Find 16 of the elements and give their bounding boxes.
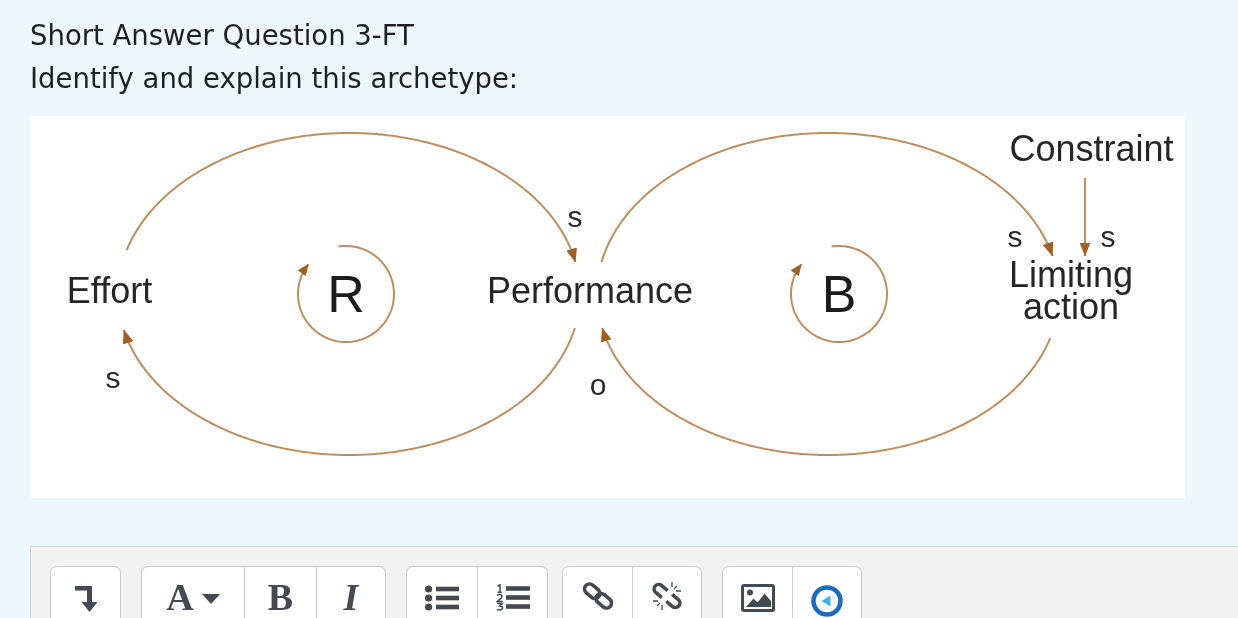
- causal-link-arrow: [122, 327, 576, 456]
- variable-label: Effort: [66, 272, 153, 309]
- variable-label: Limiting action: [1007, 258, 1135, 323]
- italic-button: I: [316, 566, 386, 618]
- causal-link-arrow: [600, 132, 1054, 263]
- question-title: Short Answer Question 3-FT: [30, 18, 414, 52]
- causal-link-arrow: [125, 132, 577, 263]
- question-prompt: Identify and explain this archetype:: [30, 61, 519, 95]
- loop-type-letter: R: [327, 268, 365, 320]
- variable-label: Performance: [486, 273, 694, 309]
- causal-link-arrow: [601, 327, 1052, 456]
- bold-button: B: [244, 566, 317, 618]
- variable-label: Constraint: [1009, 131, 1174, 167]
- loop-type-letter: B: [821, 268, 857, 320]
- font-style-button: A: [141, 566, 245, 618]
- causal-link-arrow: [1079, 177, 1091, 257]
